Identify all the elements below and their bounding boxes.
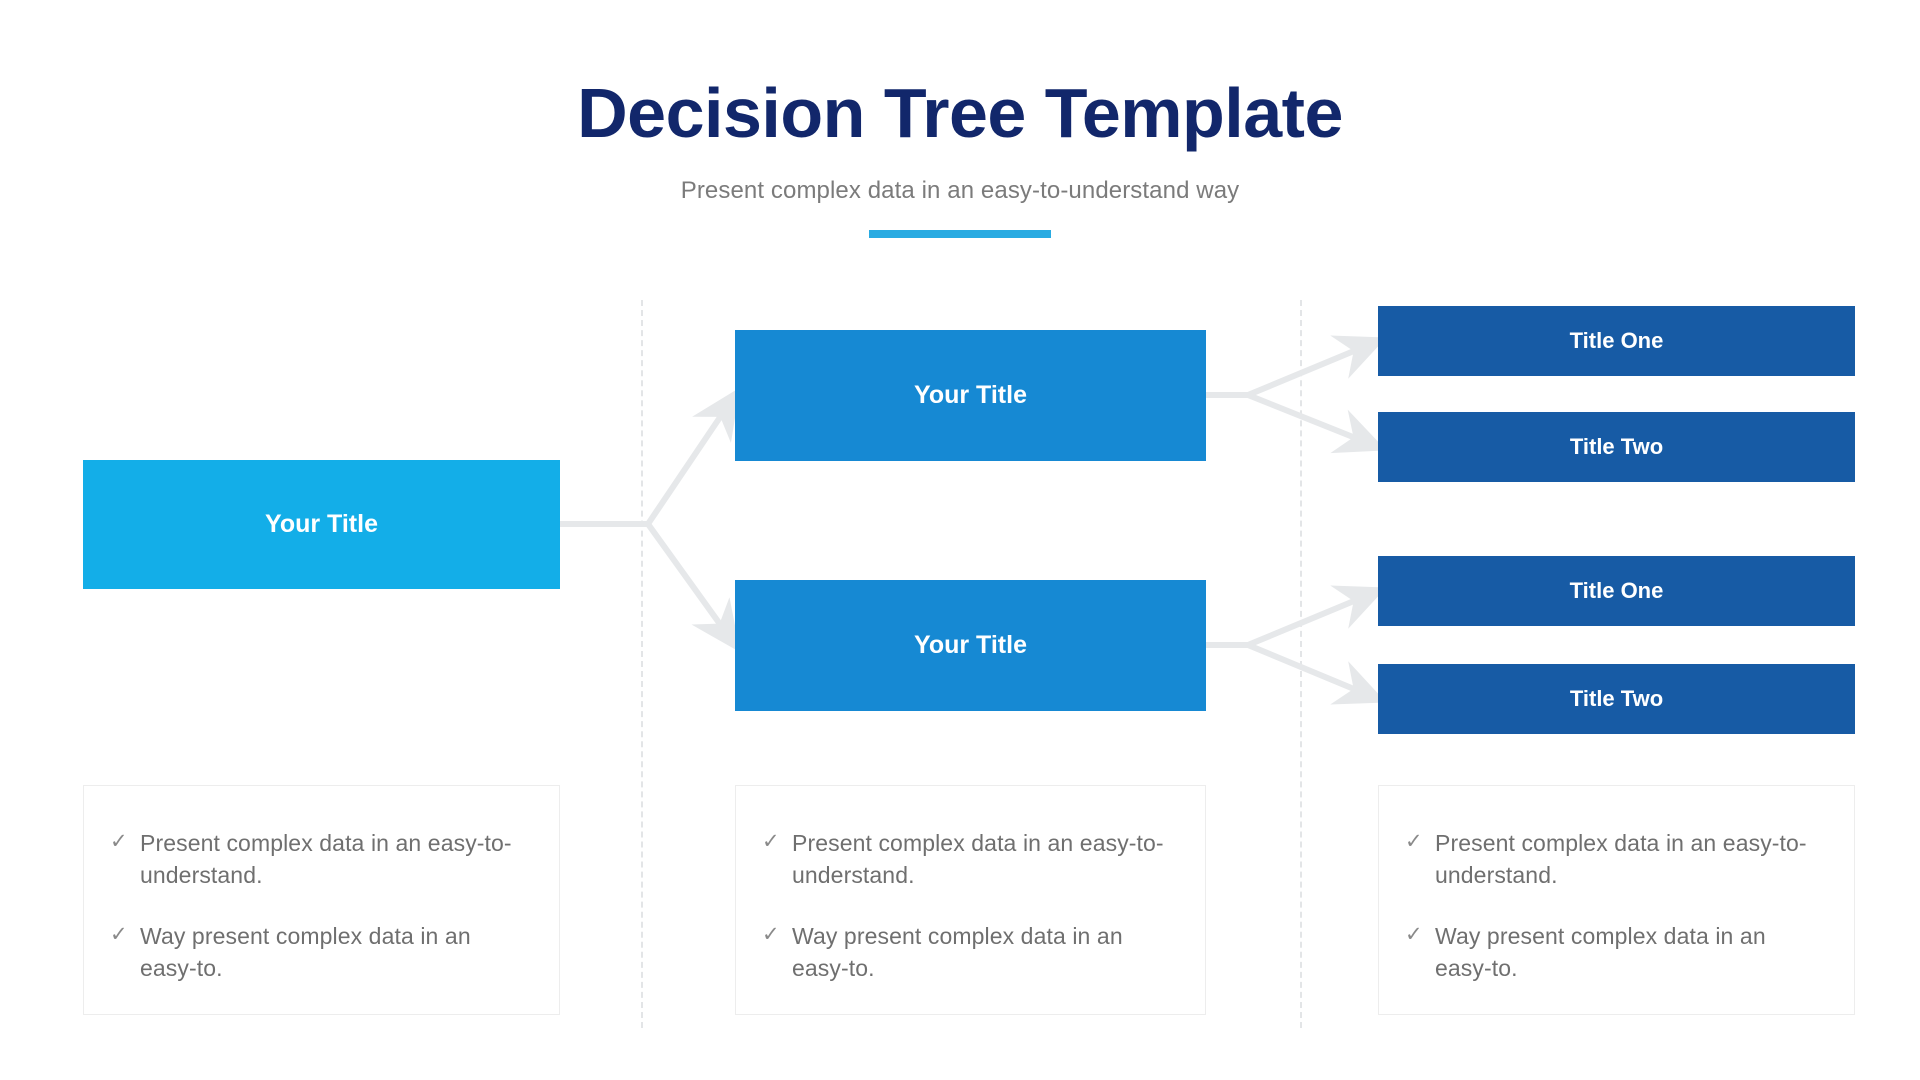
tree-node-leaf-4[interactable]: Title Two — [1378, 664, 1855, 734]
check-icon: ✓ — [762, 923, 780, 947]
column-divider-1 — [641, 300, 643, 1028]
tree-node-leaf-1-label: Title One — [1569, 328, 1664, 353]
list-item-text: Present complex data in an easy-to-under… — [140, 830, 512, 888]
page-title: Decision Tree Template — [577, 74, 1343, 152]
bullet-panel-2: ✓ Present complex data in an easy-to-und… — [735, 785, 1206, 1015]
connector-root-to-branch-1 — [560, 387, 741, 527]
connector-branch-1-to-leaf-2 — [1206, 392, 1387, 454]
tree-node-root[interactable]: Your Title — [83, 460, 560, 589]
connector-branch-2-to-leaf-4 — [1206, 642, 1387, 705]
list-item-text: Way present complex data in an easy-to. — [792, 923, 1123, 982]
tree-node-branch-1[interactable]: Your Title — [735, 330, 1206, 461]
list-item: ✓ Present complex data in an easy-to-und… — [110, 828, 533, 891]
tree-node-branch-1-label: Your Title — [914, 381, 1027, 409]
accent-bar — [869, 230, 1051, 239]
connector-branch-1-to-leaf-1 — [1206, 335, 1387, 398]
list-item-text: Way present complex data in an easy-to. — [140, 923, 471, 982]
slide-header: Decision Tree Template Present complex d… — [0, 74, 1920, 239]
list-item: ✓ Present complex data in an easy-to-und… — [1405, 828, 1828, 891]
check-icon: ✓ — [1405, 830, 1423, 853]
list-item-text: Present complex data in an easy-to-under… — [1435, 830, 1807, 888]
check-icon: ✓ — [762, 830, 780, 853]
page-subtitle: Present complex data in an easy-to-under… — [680, 177, 1240, 204]
bullet-panel-1: ✓ Present complex data in an easy-to-und… — [83, 785, 560, 1015]
tree-node-leaf-4-label: Title Two — [1569, 686, 1664, 711]
column-divider-2 — [1300, 300, 1302, 1028]
list-item: ✓ Way present complex data in an easy-to… — [1405, 921, 1828, 984]
bullet-panel-3: ✓ Present complex data in an easy-to-und… — [1378, 785, 1855, 1015]
tree-node-leaf-3[interactable]: Title One — [1378, 556, 1855, 626]
list-item: ✓ Present complex data in an easy-to-und… — [762, 828, 1179, 891]
list-item-text: Way present complex data in an easy-to. — [1435, 923, 1766, 982]
check-icon: ✓ — [1405, 923, 1423, 947]
check-icon: ✓ — [110, 923, 128, 947]
tree-node-branch-2-label: Your Title — [914, 631, 1027, 659]
tree-node-branch-2[interactable]: Your Title — [735, 580, 1206, 711]
tree-node-leaf-3-label: Title One — [1569, 578, 1664, 603]
list-item: ✓ Way present complex data in an easy-to… — [762, 921, 1179, 984]
check-icon: ✓ — [110, 830, 128, 853]
tree-node-root-label: Your Title — [265, 510, 378, 538]
connector-branch-2-to-leaf-3 — [1206, 585, 1387, 648]
connector-root-to-branch-2 — [560, 521, 741, 653]
list-item-text: Present complex data in an easy-to-under… — [792, 830, 1164, 888]
tree-node-leaf-1[interactable]: Title One — [1378, 306, 1855, 376]
tree-node-leaf-2-label: Title Two — [1569, 434, 1664, 459]
list-item: ✓ Way present complex data in an easy-to… — [110, 921, 533, 984]
tree-node-leaf-2[interactable]: Title Two — [1378, 412, 1855, 482]
